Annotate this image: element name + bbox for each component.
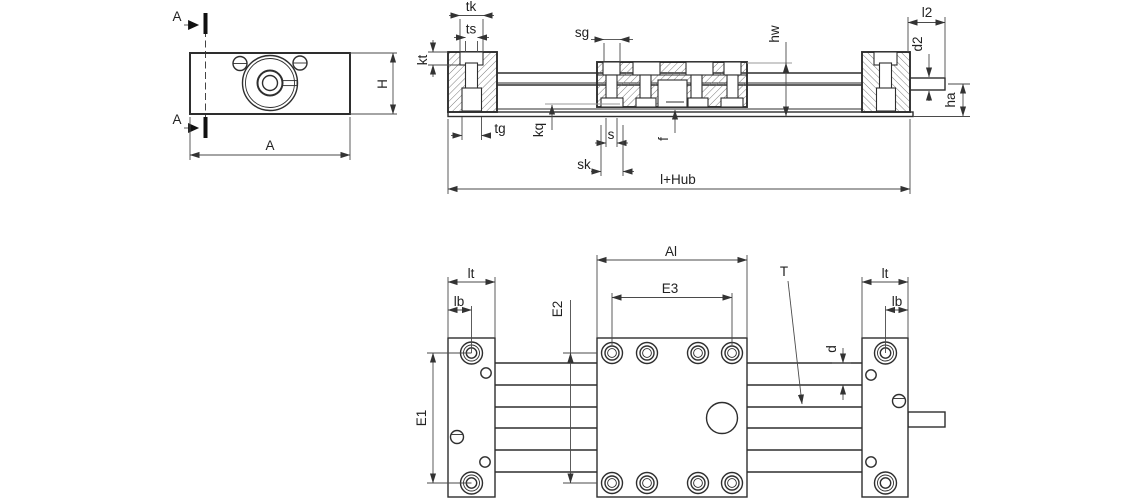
dim-label-lb-left: lb <box>454 294 465 309</box>
screw-foot-2 <box>635 97 657 108</box>
flange-inner-ring <box>245 58 295 108</box>
side-view: tk ts kt tg kq sg s sk <box>415 0 970 194</box>
dim-label-kq: kq <box>531 123 546 137</box>
sk-ext <box>600 125 624 176</box>
dim-label-tk: tk <box>466 0 477 14</box>
dim-label-ts: ts <box>466 22 477 37</box>
end-view: A A H A <box>172 9 397 160</box>
dim-label-a: A <box>265 138 274 153</box>
carriage-center-bore <box>705 401 739 435</box>
dim-label-kt: kt <box>415 55 430 66</box>
base-plate <box>447 111 914 118</box>
t-leader <box>787 280 804 405</box>
piston-rod <box>495 406 862 429</box>
carriage-notch-1 <box>602 61 621 76</box>
left-end-plate <box>447 337 496 498</box>
screw-foot-4 <box>720 97 744 108</box>
carriage-notch-3 <box>685 61 714 76</box>
right-plate-edge-screw <box>891 393 907 409</box>
dim-label-l2: l2 <box>922 5 933 20</box>
tg-ext <box>461 117 482 140</box>
dim-label-d2: d2 <box>910 36 925 51</box>
ha-ext <box>913 83 970 117</box>
right-block-pocket <box>875 87 897 112</box>
carriage-plan <box>596 337 748 498</box>
left-plate-small-hole-top <box>480 367 492 379</box>
dim-label-e3: E3 <box>662 281 679 296</box>
section-label-top: A <box>172 9 181 24</box>
section-label-bottom: A <box>172 112 181 127</box>
piston-rod-stub-plan <box>907 411 946 428</box>
carriage-cavity <box>657 79 688 108</box>
dim-label-sk: sk <box>577 157 591 172</box>
dim-label-f: f <box>656 137 671 141</box>
dim-label-lt-left: lt <box>468 266 475 281</box>
dim-label-hw: hw <box>767 25 782 43</box>
right-plate-hole-bottom-ring <box>877 474 894 492</box>
e3-ext <box>611 293 733 345</box>
hub-circle <box>256 69 284 97</box>
guide-rod-bottom <box>495 449 862 473</box>
right-end-plate <box>861 337 909 498</box>
left-plate-small-hole-bottom <box>479 456 491 468</box>
end-view-body <box>189 52 351 115</box>
al-ext <box>596 255 748 338</box>
sg-ext <box>603 43 621 62</box>
dim-label-e1: E1 <box>414 410 429 427</box>
carriage-notch-4 <box>723 61 742 76</box>
screw-foot-1 <box>600 97 624 108</box>
carriage-notch-2 <box>632 61 661 76</box>
piston-rod-stub <box>909 77 946 91</box>
screw-foot-3 <box>687 97 709 108</box>
ts-ext <box>465 41 478 52</box>
right-plate-hole-bottom <box>873 471 898 495</box>
dim-label-h: H <box>375 79 390 89</box>
right-plate-small-hole-top <box>865 369 877 381</box>
right-plate-hole-bottom-bore <box>879 477 892 489</box>
dim-label-s: s <box>608 127 615 142</box>
right-plate-small-hole-bottom <box>865 456 877 468</box>
screw-stem-3 <box>690 74 703 99</box>
dim-label-lb-right: lb <box>892 294 903 309</box>
screw-stem-4 <box>726 74 739 99</box>
dim-label-lt-right: lt <box>882 266 889 281</box>
guide-rod-top <box>495 362 862 386</box>
left-block-channel <box>464 62 479 91</box>
dim-label-ha: ha <box>943 92 958 108</box>
bore-circle <box>261 74 279 92</box>
left-plate-edge-screw <box>449 429 465 445</box>
key-slot <box>281 80 298 87</box>
lhub-ext <box>447 119 911 194</box>
dim-label-t: T <box>780 264 788 279</box>
carriage-mount-holes <box>600 341 744 495</box>
flange-outer-circle <box>241 54 299 112</box>
dim-label-tg: tg <box>494 121 505 136</box>
e2-ext <box>563 352 597 484</box>
plan-view: Al E3 E2 E1 lt lb lt lb d <box>414 244 946 498</box>
h-extension-lines <box>350 52 397 115</box>
right-block-channel <box>878 62 893 91</box>
dim-label-d: d <box>824 345 839 353</box>
left-block-pocket <box>461 87 483 112</box>
screw-stem-2 <box>639 74 652 99</box>
dim-label-al: Al <box>665 244 677 259</box>
dim-label-e2: E2 <box>550 301 565 318</box>
screw-stem-1 <box>605 74 618 99</box>
dim-label-lhub: l+Hub <box>660 172 696 187</box>
dim-label-sg: sg <box>575 25 589 40</box>
